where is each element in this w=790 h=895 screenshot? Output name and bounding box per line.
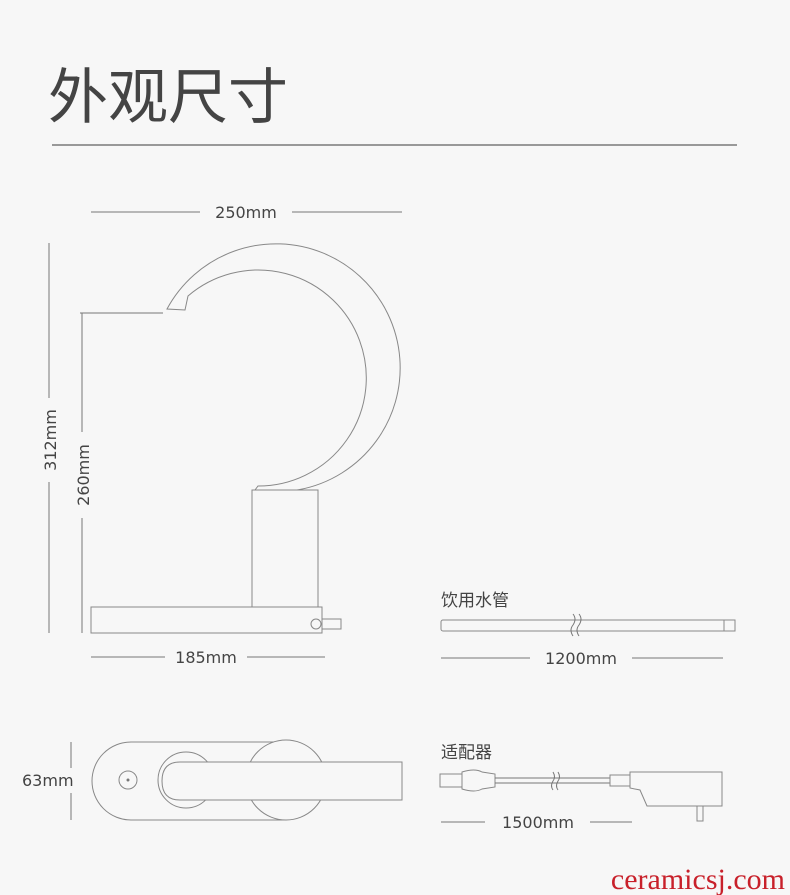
base-length-dimension: 185mm [91,648,325,667]
spout-height-label: 260mm [74,444,93,506]
width-label: 250mm [215,203,277,222]
base-width-label: 63mm [22,771,74,790]
adapter-section: 适配器 1500mm [439,743,723,832]
hose-section: 饮用水管 1200mm [440,591,736,668]
faucet-side-view [90,243,401,634]
spout-height-dimension: 260mm [74,312,163,633]
base-length-label: 185mm [175,648,237,667]
faucet-top-view: 63mm [22,739,403,821]
watermark: ceramicsj.com [611,863,785,895]
total-height-label: 312mm [41,409,60,471]
total-height-dimension: 312mm [41,243,60,633]
hose-length-label: 1200mm [545,649,617,668]
adapter-length-label: 1500mm [502,813,574,832]
adapter-label: 适配器 [441,743,492,763]
width-dimension: 250mm [91,203,402,222]
page-title: 外观尺寸 [48,63,288,133]
hose-label: 饮用水管 [441,591,509,611]
